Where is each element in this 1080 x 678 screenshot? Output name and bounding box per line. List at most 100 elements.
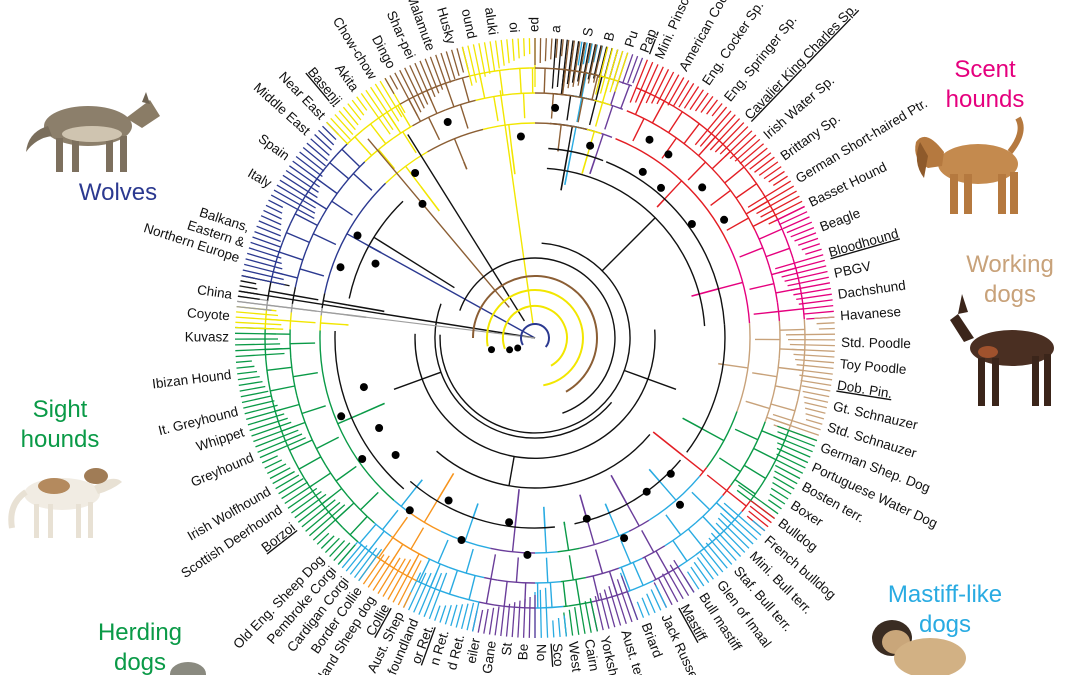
leaf-branch: [757, 191, 797, 214]
clade-stem: [633, 119, 644, 141]
clade-stem: [660, 481, 676, 500]
clade-stem: [702, 429, 724, 441]
clade-stem: [684, 456, 704, 472]
clade-stem: [669, 112, 683, 133]
leaf-branch: [478, 610, 482, 633]
clade-stem: [595, 134, 603, 158]
leaf-branch: [688, 572, 699, 590]
leaf-branch: [695, 107, 726, 145]
clade-root-branch: [564, 522, 565, 526]
leaf-branch: [575, 607, 579, 635]
clade-stem: [565, 526, 569, 551]
leaf-branch: [330, 541, 345, 557]
internal-branch: [509, 456, 514, 486]
clade-stem: [269, 291, 294, 295]
tip-label: No: [534, 644, 549, 662]
leaf-branch: [804, 403, 826, 408]
leaf-branch: [348, 104, 361, 120]
leaf-branch: [462, 47, 472, 86]
leaf-branch: [236, 361, 252, 362]
leaf-branch: [467, 603, 473, 630]
leaf-branch: [451, 605, 457, 626]
leaf-branch: [383, 559, 405, 597]
clade-root-branch: [417, 480, 423, 487]
leaf-branch: [564, 616, 566, 637]
leaf-branch: [673, 80, 688, 106]
clade-stem: [267, 367, 292, 370]
clade-stem: [438, 540, 448, 563]
leaf-branch: [325, 538, 339, 552]
clade-stem: [569, 555, 573, 580]
leaf-branch: [501, 605, 505, 636]
clade-root-branch: [590, 158, 595, 174]
leaf-branch: [495, 607, 499, 636]
leaf-branch: [235, 344, 280, 345]
leaf-branch: [628, 56, 638, 83]
support-dot: [657, 184, 665, 192]
leaf-branch: [637, 602, 643, 618]
tip-label: Beagle: [818, 205, 863, 234]
clade-stem: [567, 96, 571, 121]
leaf-branch: [623, 54, 633, 83]
tip-label: oi: [506, 22, 522, 34]
clade-root-branch: [512, 149, 515, 174]
leaf-branch: [779, 212, 807, 225]
wolf-image: [22, 82, 164, 178]
leaf-branch: [236, 312, 278, 316]
tip-label: ed: [527, 17, 542, 32]
clade-stem: [558, 125, 561, 150]
leaf-branch: [250, 418, 288, 430]
tip-label: Dachshund: [837, 278, 907, 302]
leaf-branch: [819, 329, 835, 330]
clade-stem: [379, 150, 395, 169]
clade-stem: [409, 99, 421, 121]
leaf-branch: [518, 601, 520, 638]
leaf-branch: [697, 558, 713, 580]
leaf-branch: [456, 604, 462, 627]
leaf-branch: [307, 143, 328, 161]
spitz-stem: [408, 135, 525, 322]
clade-root-branch: [515, 489, 519, 527]
leaf-branch: [783, 217, 810, 229]
leaf-branch: [339, 111, 355, 130]
leaf-branch: [797, 365, 834, 369]
clade-stem: [627, 504, 639, 526]
support-dot: [688, 220, 696, 228]
clade-stem: [393, 517, 408, 537]
leaf-branch: [793, 289, 831, 295]
clade-stem: [633, 563, 643, 586]
clade-root-branch: [565, 152, 572, 185]
support-dot: [419, 200, 427, 208]
clade-stem: [369, 531, 384, 551]
clade-stem: [547, 558, 548, 583]
leaf-branch: [490, 41, 495, 71]
group-label-sight-hounds: Sight hounds: [0, 395, 120, 455]
support-dot: [360, 383, 368, 391]
clade-stem: [460, 105, 468, 129]
leaf-branch: [518, 39, 519, 59]
clade-stem: [754, 449, 776, 460]
leaf-branch: [711, 533, 736, 560]
tip-label: Dob. Pin.: [836, 378, 893, 402]
support-dot: [620, 534, 628, 542]
group-label-scent-hounds: Scent hounds: [925, 55, 1045, 115]
leaf-branch: [238, 377, 260, 380]
clade-stem: [621, 541, 631, 564]
tip-label: aluki: [482, 6, 501, 36]
leaf-branch: [658, 578, 672, 605]
leaf-branch: [724, 503, 761, 535]
clade-stem: [332, 201, 353, 215]
leaf-branch: [279, 479, 304, 494]
support-dot: [514, 345, 521, 352]
support-dot: [375, 424, 383, 432]
clade-stem: [273, 272, 297, 278]
clade-stem: [317, 179, 337, 194]
leaf-branch: [319, 130, 334, 145]
tip-label: Eng. Springer Sp.: [721, 12, 800, 104]
leaf-branch: [242, 276, 285, 285]
tip-label: Greyhound: [189, 450, 256, 490]
leaf-branch: [237, 372, 257, 374]
leaf-branch: [315, 135, 332, 151]
leaf-branch: [242, 396, 271, 403]
